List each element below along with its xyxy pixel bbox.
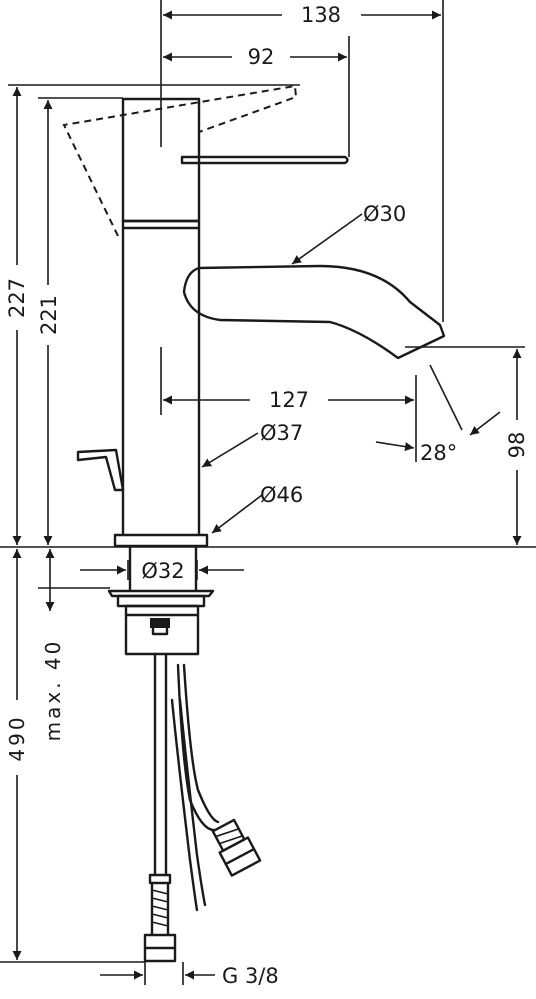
- dim-hose-length: 490: [5, 714, 29, 761]
- faucet-outline: [62, 84, 446, 963]
- dimension-lines: [12, 10, 522, 980]
- dim-height-body: 221: [37, 295, 61, 335]
- dim-spout-height: 98: [505, 432, 529, 459]
- dim-diam-shank: Ø32: [141, 559, 184, 583]
- dim-connection: G 3/8: [222, 964, 279, 988]
- dim-width-total: 138: [301, 3, 341, 27]
- dim-width-lever: 92: [248, 45, 275, 69]
- dimension-labels: 138 92 227 221 Ø30 127 Ø37 28° 98 Ø46 Ø3…: [5, 3, 529, 988]
- dim-diam-body: Ø37: [260, 421, 303, 445]
- dim-spout-reach: 127: [269, 388, 309, 412]
- dim-angle-spout: 28°: [420, 441, 457, 465]
- dim-diam-base: Ø46: [260, 483, 303, 507]
- dim-height-total: 227: [5, 278, 29, 318]
- dim-diam-spout: Ø30: [363, 202, 406, 226]
- dim-max-thickness: max. 40: [41, 639, 65, 742]
